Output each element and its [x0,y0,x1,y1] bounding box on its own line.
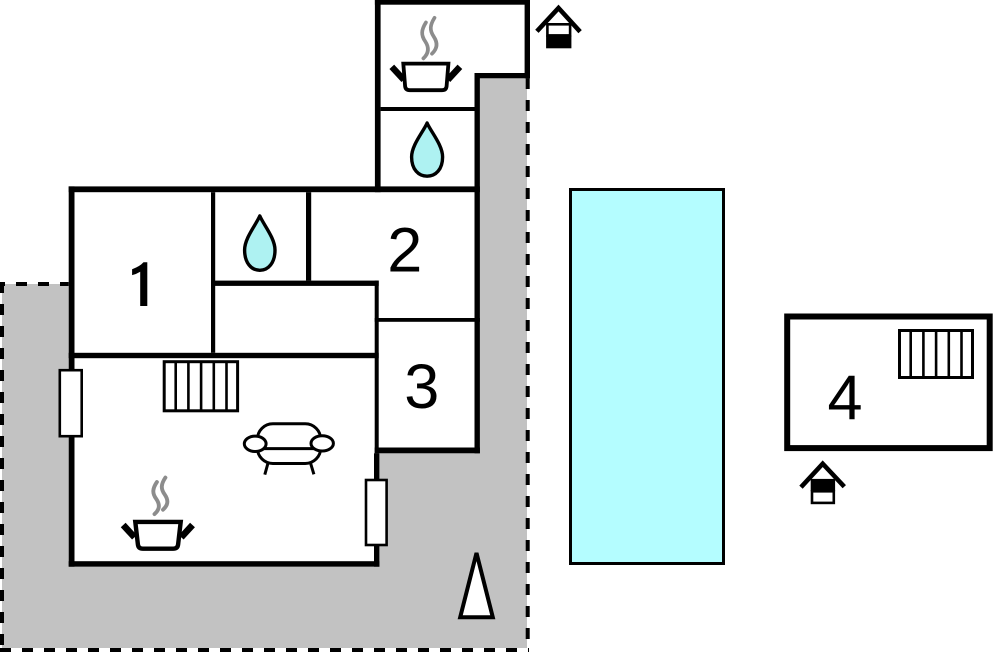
svg-text:2: 2 [387,216,422,286]
svg-text:4: 4 [827,364,862,434]
svg-text:3: 3 [404,352,439,422]
